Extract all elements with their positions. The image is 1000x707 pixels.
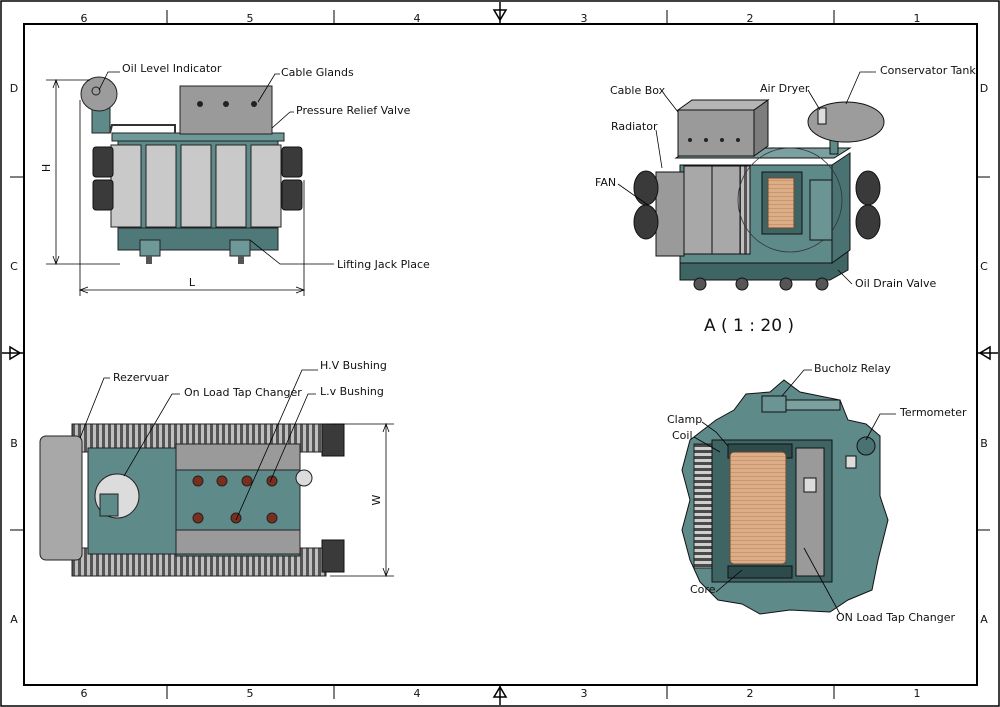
thermometer-icon [856, 436, 876, 456]
lifting-jack [139, 239, 161, 257]
label-air-dryer: Air Dryer [760, 82, 810, 95]
label-lifting-jack-place: Lifting Jack Place [337, 258, 430, 271]
zone-col-label: 6 [81, 12, 88, 25]
zone-col-label: 5 [247, 687, 254, 700]
label-on-load-tap-changer: On Load Tap Changer [184, 386, 302, 399]
zone-row-label: A [980, 613, 988, 626]
zone-col-label: 3 [581, 12, 588, 25]
oil-level-indicator-icon [91, 86, 101, 96]
label-termometer: Termometer [899, 406, 967, 419]
zone-col-label: 2 [747, 12, 754, 25]
zone-row-label: D [10, 82, 18, 95]
dimension-l [78, 100, 306, 296]
zone-col-label: 5 [247, 12, 254, 25]
label-coil: Coil [672, 429, 693, 442]
label-core: Core [690, 583, 716, 596]
zone-col-label: 1 [914, 12, 921, 25]
dimension-w [330, 422, 394, 578]
core [795, 447, 825, 577]
zone-row-label: B [10, 437, 18, 450]
label-hv-bushing: H.V Bushing [320, 359, 387, 372]
zone-row-label: C [10, 260, 18, 273]
zone-row-label: A [10, 613, 18, 626]
label-oil-level-indicator: Oil Level Indicator [122, 62, 222, 75]
label-bucholz-relay: Bucholz Relay [814, 362, 891, 375]
dimension-h-label: H [40, 164, 53, 172]
zone-col-label: 1 [914, 687, 921, 700]
zone-col-label: 6 [81, 687, 88, 700]
cable-box [179, 85, 273, 135]
label-cable-glands: Cable Glands [281, 66, 354, 79]
zone-col-label: 3 [581, 687, 588, 700]
label-radiator: Radiator [611, 120, 658, 133]
top-view: W Rezervuar On Load Tap Changer H.V Bush… [39, 359, 394, 578]
zone-col-label: 4 [414, 12, 421, 25]
label-fan: FAN [595, 176, 616, 189]
conservator-tank [807, 101, 885, 143]
zone-row-label: D [980, 82, 988, 95]
view-scale-note: A ( 1 : 20 ) [704, 316, 794, 336]
label-conservator-tank: Conservator Tank [880, 64, 976, 77]
label-cable-box: Cable Box [610, 84, 666, 97]
label-on-load-tap-changer-section: ON Load Tap Changer [836, 611, 956, 624]
zone-col-label: 2 [747, 687, 754, 700]
dimension-h [46, 78, 120, 266]
front-view: H L Oil Level Indicator Cable Glands Pre… [40, 62, 430, 296]
label-oil-drain-valve: Oil Drain Valve [855, 277, 937, 290]
label-rezervuar: Rezervuar [113, 371, 169, 384]
dimension-w-label: W [370, 494, 383, 505]
rezervuar [39, 435, 83, 561]
label-clamp: Clamp [667, 413, 702, 426]
label-pressure-relief-valve: Pressure Relief Valve [296, 104, 411, 117]
dimension-l-label: L [189, 276, 196, 289]
isometric-view: Cable Box Radiator FAN Air Dryer Conserv… [595, 64, 976, 336]
label-lv-bushing: L.v Bushing [320, 385, 384, 398]
zone-row-label: C [980, 260, 988, 273]
zone-row-label: B [980, 437, 988, 450]
zone-col-label: 4 [414, 687, 421, 700]
air-dryer-icon [817, 107, 827, 125]
coil [729, 451, 787, 565]
section-view: Bucholz Relay Termometer Clamp Coil Core… [667, 362, 967, 624]
lifting-jack [229, 239, 251, 257]
